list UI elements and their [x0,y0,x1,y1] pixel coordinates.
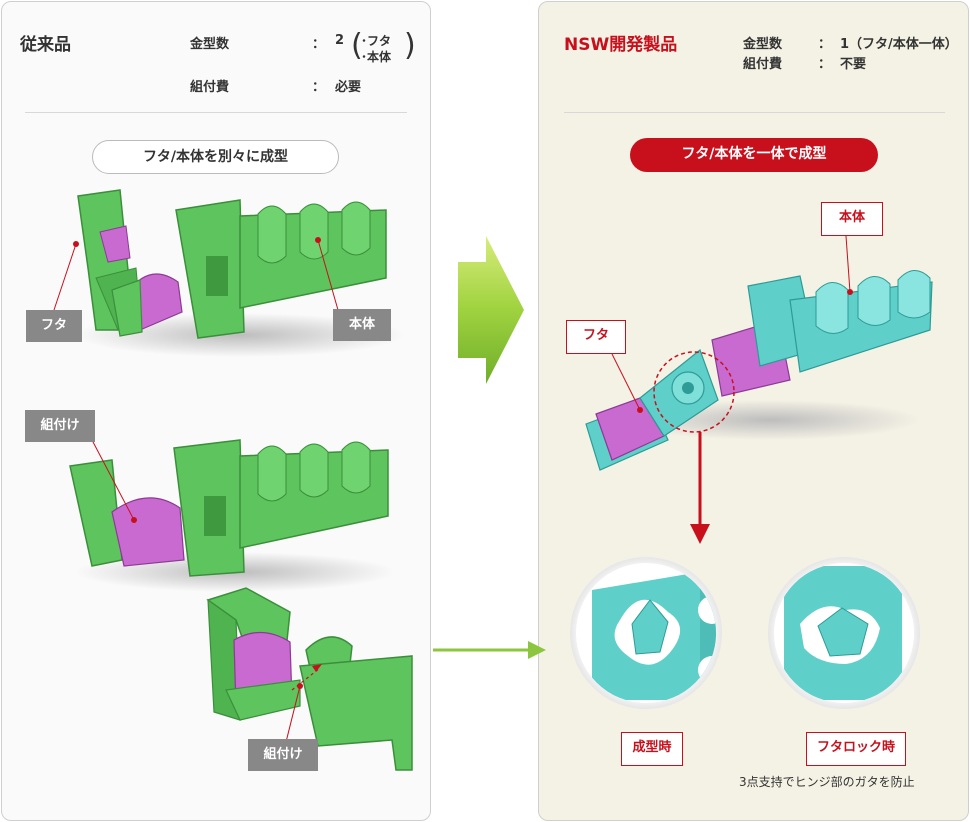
label-molding: 成型時 [621,732,683,766]
transition-arrow [458,236,524,384]
conventional-part-closeup [206,587,413,771]
nsw-integrated-part [585,235,933,544]
left-mold-item-hontai: ･本体 [361,50,392,64]
left-divider [25,112,407,113]
label-assembly-1: 組付け [25,410,95,442]
right-divider [564,112,945,113]
label-locked: フタロック時 [806,732,906,766]
nsw-title: NSW開発製品 [564,35,678,55]
left-assembly-label: 組付費 [190,80,230,95]
left-mold-colon: ： [312,37,326,52]
label-futa-right: フタ [566,320,626,354]
label-hontai-right: 本体 [821,202,883,236]
right-method-pill: フタ/本体を一体で成型 [630,138,878,172]
label-futa-left: フタ [26,310,82,342]
right-assembly-value: 不要 [840,57,867,72]
label-assembly-2: 組付け [248,739,318,771]
left-mold-open-paren: ( [351,28,363,63]
hinge-note: 3点支持でヒンジ部のガタを防止 [739,775,915,789]
label-hontai-left: 本体 [333,309,391,341]
conventional-part-assembled [69,439,395,592]
right-mold-label: 金型数 [743,37,783,52]
right-assembly-label: 組付費 [743,57,783,72]
left-assembly-colon: ： [312,80,326,95]
left-mold-label: 金型数 [190,37,230,52]
left-mold-item-futa: ･フタ [361,34,392,48]
right-mold-colon: ： [818,37,832,52]
closeup-arrow [433,641,546,659]
detail-locked [768,557,920,709]
left-assembly-value: 必要 [335,80,362,95]
left-method-pill: フタ/本体を別々に成型 [92,140,339,174]
detail-molding [570,557,722,709]
right-mold-value: 1（フタ/本体一体） [840,37,958,52]
conventional-title: 従来品 [20,35,71,55]
left-mold-close-paren: ) [404,28,416,63]
left-mold-value: 2 [335,33,345,48]
conventional-part-separate [53,189,405,357]
right-assembly-colon: ： [818,57,832,72]
